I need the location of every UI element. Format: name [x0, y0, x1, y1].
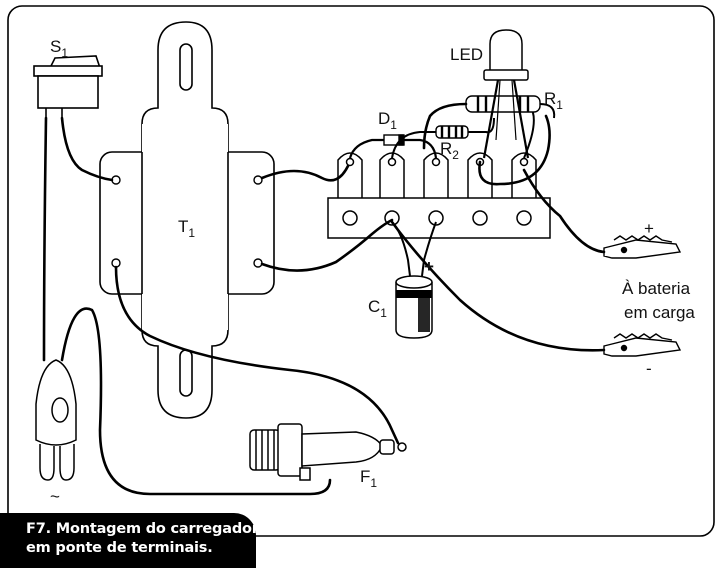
label-r2: R2: [440, 139, 459, 162]
wire-plug-fuse: [60, 307, 332, 496]
label-cap-plus: +: [424, 257, 434, 276]
label-c1: C1: [368, 297, 387, 320]
transformer-terminals: [111, 175, 263, 268]
terminal-lugs: [337, 152, 537, 200]
wire-positive: [522, 168, 606, 254]
diode-d1: [348, 134, 438, 159]
clip-negative: [603, 333, 682, 357]
wire-r1-lead: [422, 102, 468, 150]
figure-caption: F7. Montagem do carregador em ponte de t…: [0, 513, 259, 568]
clip-positive: [603, 235, 682, 259]
label-clip-plus: +: [644, 219, 654, 238]
wire-secondary-bottom: [260, 218, 394, 272]
label-t1: T1: [178, 217, 195, 240]
label-f1: F1: [360, 467, 377, 490]
wire-switch-plug: [42, 116, 48, 362]
led: [482, 29, 530, 159]
component-labels: S1 T1 LED D1 R1 R2 C1 F1 + + - À bateria…: [50, 37, 695, 506]
caption-line-1: F7. Montagem do carregador: [26, 521, 259, 537]
ac-plug: [35, 359, 77, 481]
label-battery-line2: em carga: [624, 303, 695, 322]
label-ac-symbol: ~: [50, 487, 60, 506]
terminal-strip: [327, 152, 551, 239]
label-r1: R1: [544, 89, 563, 112]
wire-switch-transformer: [60, 116, 114, 182]
switch-s1: [33, 55, 103, 118]
capacitor-c1: [391, 221, 437, 339]
wire-negative: [390, 220, 606, 352]
label-clip-minus: -: [646, 359, 652, 378]
resistor-r1: [465, 95, 556, 159]
fuse-holder-f1: [249, 423, 407, 481]
wire-secondary-top: [260, 164, 350, 182]
diagram-frame: [7, 5, 715, 537]
label-battery-line1: À bateria: [622, 279, 691, 298]
label-s1: S1: [50, 37, 68, 60]
wires: [42, 102, 606, 496]
resistor-r2: [391, 117, 495, 159]
wire-transformer-fuse: [114, 265, 400, 445]
transformer-t1: [99, 21, 275, 419]
label-d1: D1: [378, 109, 397, 132]
wire-led-loop: [478, 114, 551, 186]
lug-eyes: [345, 157, 529, 167]
label-led: LED: [450, 45, 483, 64]
caption-line-2: em ponte de terminais.: [26, 540, 213, 556]
